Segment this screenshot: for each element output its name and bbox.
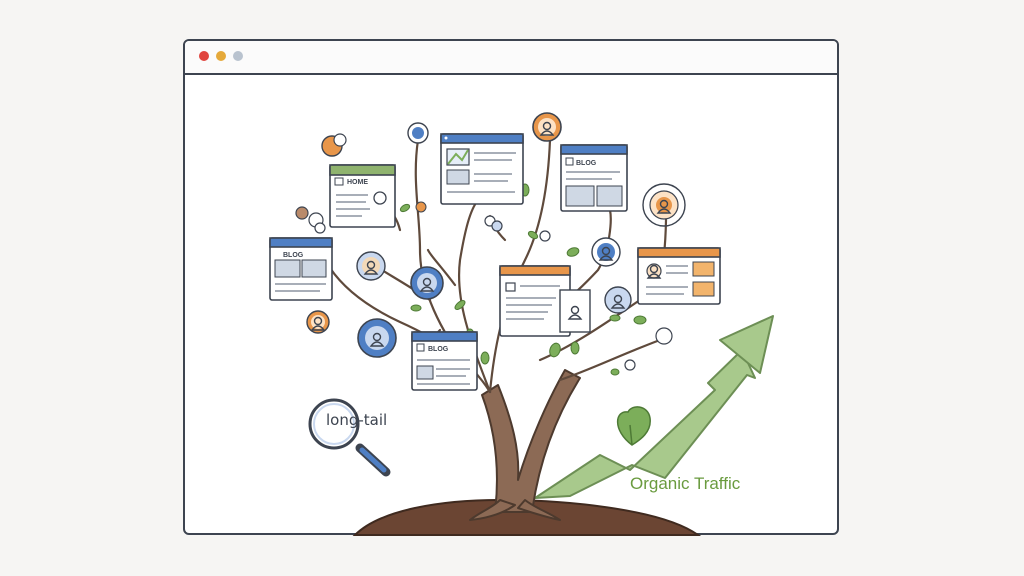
growth-arrow	[534, 315, 774, 499]
avatar-orange-left	[306, 310, 330, 334]
webpage-card-article	[499, 265, 591, 337]
webpage-card-profile	[637, 247, 721, 305]
avatar-blue-center	[410, 266, 444, 300]
webpage-card-blog-bottom: BLOG	[411, 331, 478, 391]
avatar-beige	[356, 251, 386, 281]
webpage-card-blog-top: BLOG	[560, 144, 628, 212]
avatar-small-center	[484, 215, 503, 232]
avatar-blue-right	[591, 237, 621, 267]
webpage-card-gallery	[440, 133, 524, 205]
minimize-dot[interactable]	[216, 51, 226, 61]
avatar-small-right	[624, 327, 673, 371]
close-dot[interactable]	[199, 51, 209, 61]
avatar-blue-large	[357, 318, 397, 358]
organic-traffic-label: Organic Traffic	[630, 474, 741, 493]
user-avatar-icons	[295, 112, 686, 371]
blog-tag-1: BLOG	[576, 160, 597, 167]
avatar-orange-small	[321, 133, 347, 157]
tree-trunk	[469, 369, 581, 521]
avatar-group-left	[295, 206, 326, 234]
blog-tag-3: BLOG	[428, 346, 449, 353]
avatar-blue-mid	[604, 286, 632, 314]
webpage-card-home: HOME	[329, 164, 396, 228]
blog-tag-2: BLOG	[283, 252, 304, 259]
avatar-orange-right	[642, 183, 686, 227]
avatar-small-top	[407, 122, 429, 144]
home-tag: HOME	[347, 179, 368, 186]
title-bar	[185, 41, 837, 75]
inactive-dot[interactable]	[233, 51, 243, 61]
heart-leaf-icon	[616, 406, 651, 446]
webpage-card-blog-left: BLOG	[269, 237, 333, 301]
search-magnifier-icon	[308, 398, 391, 477]
long-tail-label: long-tail	[326, 411, 387, 429]
avatar-orange-top	[532, 112, 562, 142]
